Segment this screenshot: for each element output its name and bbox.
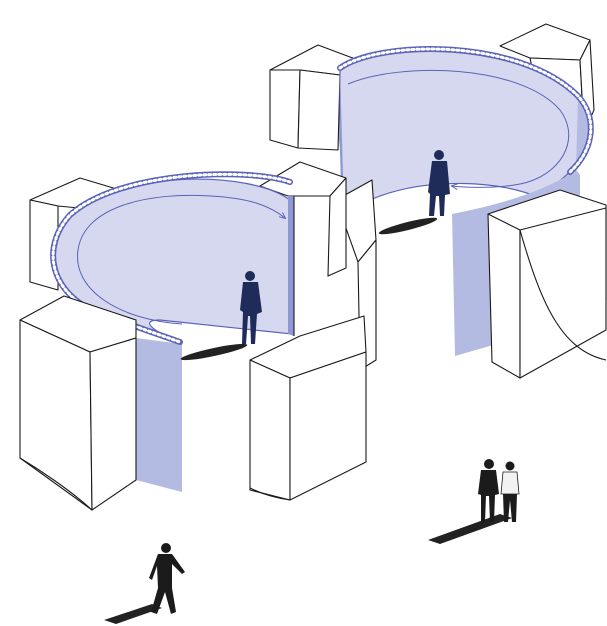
pavilion-right-circulation-arrow bbox=[347, 69, 570, 187]
visitors-pair bbox=[428, 459, 520, 544]
pavilion-left-wall bbox=[50, 171, 295, 492]
pavilion-left-front-blocks bbox=[19, 295, 367, 511]
pavilion-left-panel-front bbox=[136, 338, 182, 492]
pavilion-right-front-blocks bbox=[335, 179, 607, 379]
pavilion-left-panel-right bbox=[288, 196, 294, 336]
pavilion-left bbox=[19, 161, 367, 511]
visitor-left-pavilion bbox=[180, 271, 262, 361]
pavilion-right bbox=[269, 23, 607, 379]
pavilion-left-circulation-arrow bbox=[77, 194, 285, 325]
visitor-walking bbox=[104, 543, 185, 624]
visitor-right-pavilion bbox=[378, 150, 450, 235]
